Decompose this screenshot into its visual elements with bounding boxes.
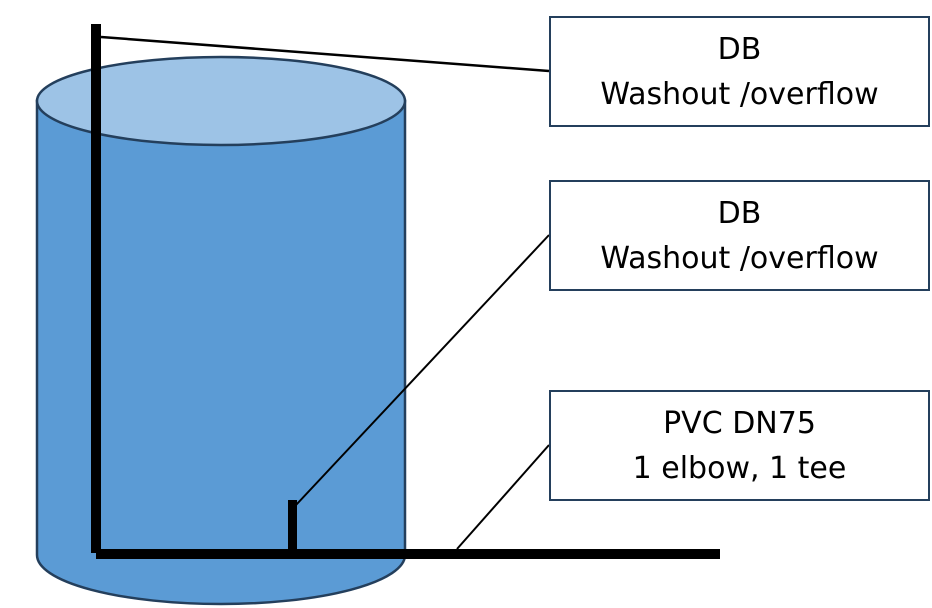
label-line: Washout /overflow — [600, 76, 879, 112]
label-box-washout-overflow-middle: DB Washout /overflow — [549, 180, 930, 291]
label-line: 1 elbow, 1 tee — [632, 450, 847, 486]
tank-body — [35, 99, 407, 606]
tank-top — [35, 55, 407, 147]
label-line: Washout /overflow — [600, 240, 879, 276]
label-line: DB — [717, 31, 762, 67]
callout-line-top — [100, 35, 550, 73]
label-line: PVC DN75 — [663, 405, 816, 441]
vertical-pipe — [91, 24, 101, 553]
label-box-washout-overflow-top: DB Washout /overflow — [549, 16, 930, 127]
label-line: DB — [717, 195, 762, 231]
callout-line-middle — [295, 234, 550, 506]
callout-line-bottom — [456, 444, 550, 550]
washout-riser — [288, 500, 297, 552]
label-box-pvc-pipe: PVC DN75 1 elbow, 1 tee — [549, 390, 930, 501]
horizontal-pipe — [96, 549, 720, 559]
